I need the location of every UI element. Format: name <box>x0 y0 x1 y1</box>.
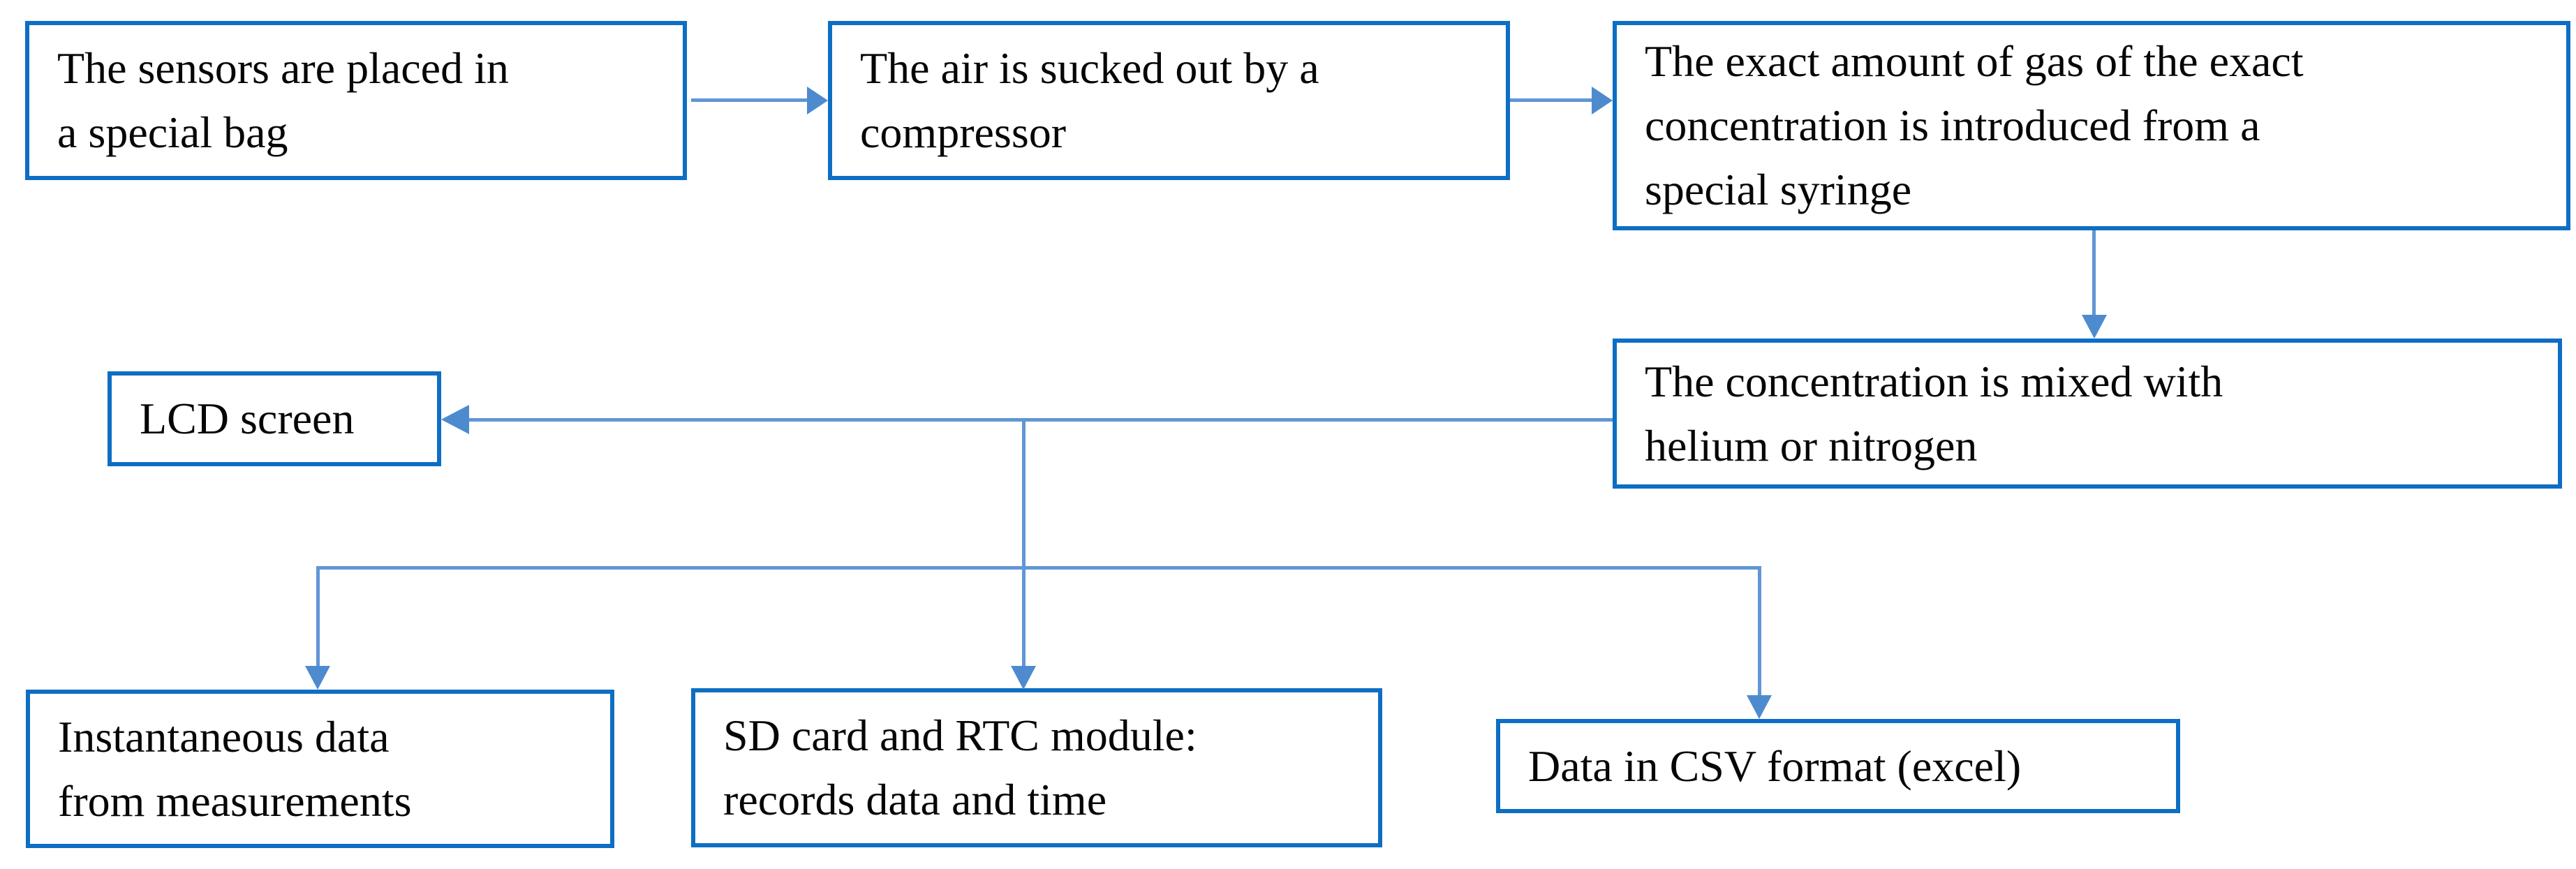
connector-sensors-to-compressor <box>691 98 807 102</box>
flow-box-label-line: SD card and RTC module: <box>723 711 1197 760</box>
connector-branch-trunk <box>1022 418 1026 666</box>
flow-box-label-line: The air is sucked out by a <box>860 43 1319 93</box>
arrowhead-right-icon <box>1592 87 1613 114</box>
flow-box-label-line: The concentration is mixed with <box>1645 356 2223 406</box>
arrowhead-down-icon <box>1011 666 1036 690</box>
flow-box-sensors-bag: The sensors are placed in a special bag <box>25 21 687 180</box>
flow-box-csv-data: Data in CSV format (excel) <box>1496 719 2180 813</box>
flow-box-syringe: The exact amount of gas of the exact con… <box>1613 21 2570 230</box>
arrowhead-right-icon <box>807 87 828 114</box>
flow-box-label-line: special syringe <box>1645 165 1912 214</box>
connector-compressor-to-syringe <box>1510 98 1592 102</box>
flow-box-label-line: LCD screen <box>140 394 355 443</box>
flow-box-label-line: from measurements <box>58 775 412 826</box>
flow-box-label-line: helium or nitrogen <box>1645 420 1978 470</box>
flow-box-compressor: The air is sucked out by a compressor <box>828 21 1510 180</box>
connector-mixing-to-lcd <box>466 418 1613 422</box>
flow-box-label-line: compressor <box>860 107 1067 157</box>
flow-box-label-line: concentration is introduced from a <box>1645 101 2260 150</box>
flow-box-label-line: records data and time <box>723 775 1107 824</box>
flow-box-label-line: The exact amount of gas of the exact <box>1645 36 2304 86</box>
flow-box-label-line: Data in CSV format (excel) <box>1528 741 2022 791</box>
flow-box-instantaneous-data: Instantaneous data from measurements <box>26 690 614 848</box>
connector-to-csv <box>1758 566 1761 695</box>
connector-syringe-to-mixing <box>2092 230 2096 315</box>
flow-box-label-line: a special bag <box>57 107 288 157</box>
flow-box-label-line: The sensors are placed in <box>57 43 509 93</box>
connector-distribution-line <box>316 566 1761 570</box>
connector-to-instantaneous <box>316 566 320 666</box>
flow-box-mixing: The concentration is mixed with helium o… <box>1613 339 2562 489</box>
flow-box-lcd-screen: LCD screen <box>108 371 441 466</box>
arrowhead-down-icon <box>2082 315 2107 339</box>
arrowhead-down-icon <box>305 666 330 690</box>
arrowhead-left-icon <box>441 405 469 434</box>
flow-box-label-line: Instantaneous data <box>58 711 390 762</box>
flow-box-sd-card-rtc: SD card and RTC module: records data and… <box>691 688 1382 847</box>
arrowhead-down-icon <box>1747 695 1772 719</box>
